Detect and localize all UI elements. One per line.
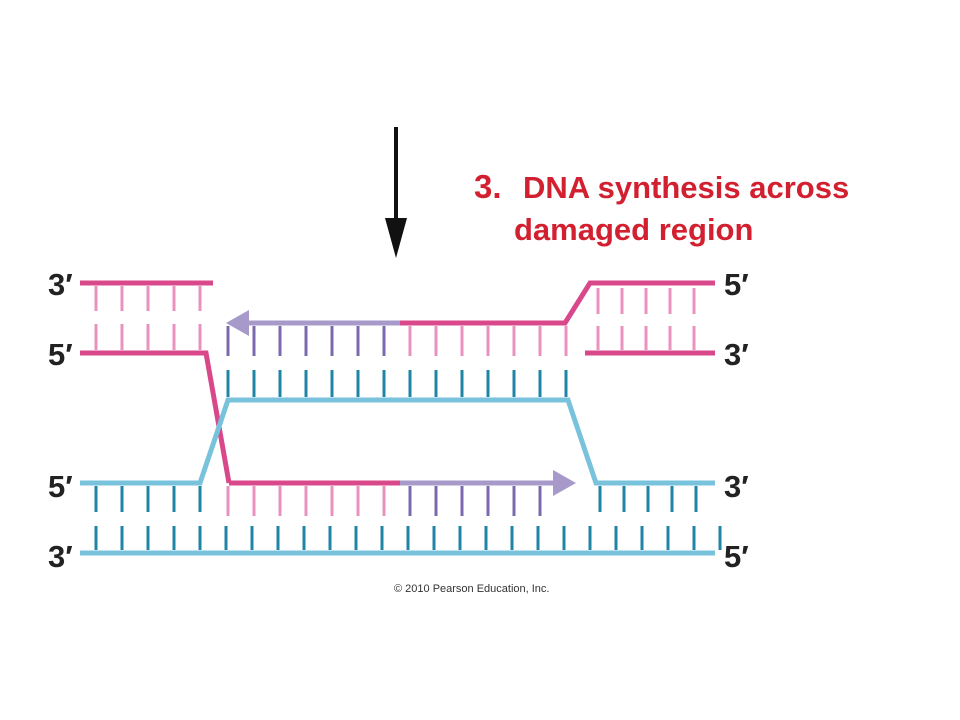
label-bottom-right-lower: 5′ [724, 539, 749, 574]
label-bottom-left-upper: 5′ [48, 469, 73, 504]
label-top-right-upper: 5′ [724, 267, 749, 302]
label-top-left-lower: 5′ [48, 337, 73, 372]
blue-crossover-strand [80, 397, 715, 486]
copyright-notice: © 2010 Pearson Education, Inc. [394, 583, 549, 595]
pink-crossover-strand-left [80, 350, 232, 484]
step-caption-line2: damaged region [514, 212, 753, 247]
step-number: 3. [474, 168, 502, 205]
top-right-pink-upper-strand [400, 280, 715, 326]
synthesis-direction-arrowhead-bottom [553, 470, 576, 496]
step-caption-line1: DNA synthesis across [523, 170, 849, 205]
label-bottom-left-lower: 3′ [48, 539, 73, 574]
synthesis-direction-arrowhead-top [226, 310, 249, 336]
label-top-left-upper: 3′ [48, 267, 73, 302]
base-pair-ticks [94, 286, 722, 550]
damage-indicator-arrow [385, 127, 407, 258]
label-bottom-right-upper: 3′ [724, 469, 749, 504]
label-top-right-lower: 3′ [724, 337, 749, 372]
